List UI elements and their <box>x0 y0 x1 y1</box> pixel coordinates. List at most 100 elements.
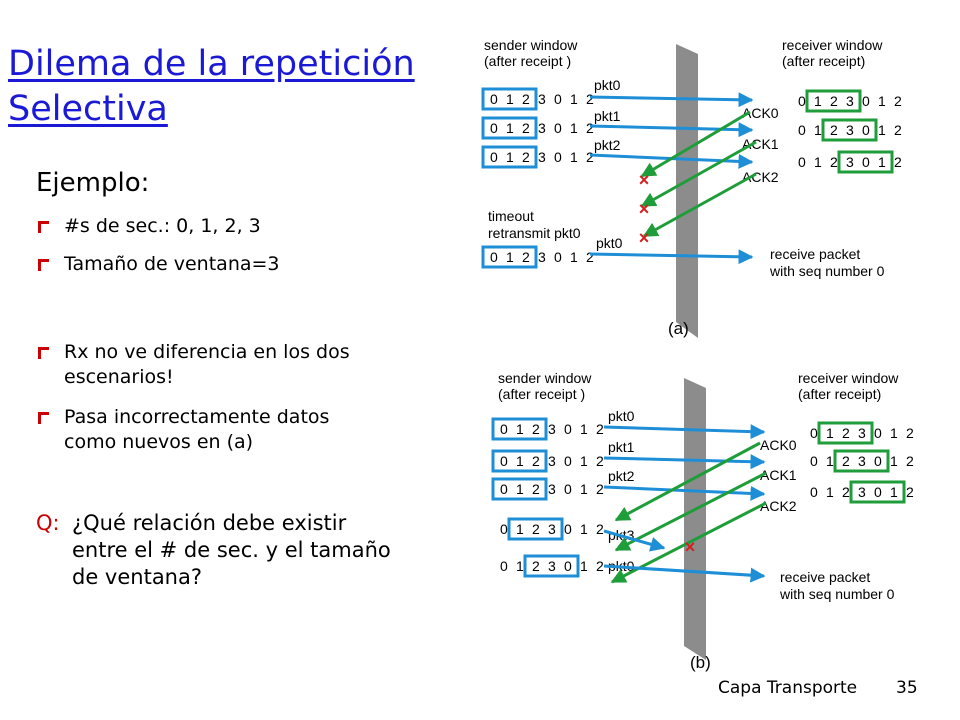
sequence-digit: 1 <box>878 93 886 109</box>
sender-window-label: sender window <box>484 37 578 53</box>
packet-label: pkt1 <box>594 108 621 124</box>
receive-label: with seq number 0 <box>769 263 885 279</box>
sequence-digit: 1 <box>506 120 514 136</box>
receiver-window-label: receiver window <box>798 370 899 386</box>
sender-a1-window-box <box>481 87 538 111</box>
sequence-digit: 2 <box>522 149 530 165</box>
ack-label: ACK0 <box>760 437 797 453</box>
network-channel-b <box>684 378 706 660</box>
sequence-digit: 1 <box>878 154 886 170</box>
packet-arrow <box>603 485 766 501</box>
sequence-digit: 2 <box>842 453 850 469</box>
sequence-digit: 0 <box>500 558 508 574</box>
sequence-digit: 0 <box>490 120 498 136</box>
sender-a3-window-box <box>481 145 538 169</box>
sequence-digit: 1 <box>580 453 588 469</box>
sequence-digit: 1 <box>580 481 588 497</box>
bullet-text: Pasa incorrectamente datos como nuevos e… <box>64 406 330 453</box>
sequence-digit: 3 <box>858 453 866 469</box>
sequence-digit: 2 <box>906 453 914 469</box>
sequence-digit: 1 <box>878 122 886 138</box>
packet-label: pkt3 <box>608 527 635 543</box>
bullet-marker-icon <box>38 347 49 359</box>
sequence-digit: 2 <box>596 558 604 574</box>
sequence-digit: 2 <box>586 249 594 265</box>
sequence-digit: 2 <box>596 521 604 537</box>
ack-arrow <box>640 140 757 208</box>
sender-b1-window-box <box>491 417 548 441</box>
sender-a4-window-box <box>481 245 538 269</box>
sequence-digit: 3 <box>846 93 854 109</box>
sequence-digit: 0 <box>554 91 562 107</box>
receiver-a2-window-box <box>821 118 878 142</box>
sequence-digit: 0 <box>490 249 498 265</box>
sequence-digit: 0 <box>554 249 562 265</box>
packet-arrow <box>589 153 754 169</box>
sequence-digit: 0 <box>874 425 882 441</box>
sequence-digit: 1 <box>516 558 524 574</box>
ack-arrow <box>642 172 757 238</box>
sequence-digit: 3 <box>858 425 866 441</box>
packet-arrow <box>589 92 754 108</box>
packet-label: pkt2 <box>608 468 635 484</box>
scenario-label: (a) <box>668 319 689 338</box>
sequence-digit: 1 <box>814 93 822 109</box>
sequence-digit: 3 <box>548 558 556 574</box>
sequence-digit: 3 <box>548 521 556 537</box>
sequence-digit: 2 <box>522 91 530 107</box>
bullet-marker-icon <box>38 259 49 271</box>
sequence-digit: 0 <box>564 558 572 574</box>
sequence-digit: 1 <box>570 249 578 265</box>
sequence-digit: 1 <box>570 91 578 107</box>
sequence-digit: 2 <box>586 91 594 107</box>
network-channel-a <box>676 44 698 338</box>
ack-label: ACK2 <box>742 169 779 185</box>
timeout-label: timeout <box>488 208 534 224</box>
sequence-digit: 0 <box>500 481 508 497</box>
sequence-digit: 3 <box>538 249 546 265</box>
sequence-digit: 1 <box>506 149 514 165</box>
sequence-digit: 1 <box>506 249 514 265</box>
sequence-digit: 2 <box>894 122 902 138</box>
sequence-digit: 1 <box>516 521 524 537</box>
sequence-digit: 2 <box>894 93 902 109</box>
sequence-digit: 2 <box>830 93 838 109</box>
sequence-digit: 1 <box>506 91 514 107</box>
sequence-digit: 2 <box>842 425 850 441</box>
sequence-digit: 1 <box>826 453 834 469</box>
sender-window-label: (after receipt ) <box>484 53 571 69</box>
sequence-digit: 2 <box>522 249 530 265</box>
slide-title-line-2: Selectiva <box>8 89 168 129</box>
packet-label: pkt1 <box>608 439 635 455</box>
sequence-digit: 1 <box>580 521 588 537</box>
sequence-digit: 0 <box>862 122 870 138</box>
question-label: Q: <box>36 511 60 535</box>
sequence-digit: 0 <box>490 149 498 165</box>
sequence-digit: 1 <box>516 481 524 497</box>
sender-window-label: (after receipt ) <box>498 386 585 402</box>
sequence-digit: 3 <box>846 154 854 170</box>
sequence-digit: 2 <box>596 421 604 437</box>
receive-label: with seq number 0 <box>779 586 895 602</box>
packet-arrow <box>603 454 766 470</box>
sequence-digit: 0 <box>564 421 572 437</box>
sender-a2-window-box <box>481 116 538 140</box>
sequence-digit: 2 <box>894 154 902 170</box>
sequence-digit: 0 <box>564 481 572 497</box>
sequence-digit: 0 <box>798 122 806 138</box>
sequence-digit: 2 <box>522 120 530 136</box>
receiver-b2-window-box <box>833 449 890 473</box>
packet-label: pkt0 <box>596 235 623 251</box>
receiver-window-label: (after receipt) <box>782 53 865 69</box>
ack-label: ACK1 <box>760 467 797 483</box>
sequence-digit: 1 <box>580 421 588 437</box>
sequence-digit: 2 <box>906 484 914 500</box>
packet-label: pkt0 <box>608 408 635 424</box>
sequence-digit: 0 <box>874 453 882 469</box>
bullet-text: Rx no ve diferencia en los dos escenario… <box>64 341 350 388</box>
receive-label: receive packet <box>780 569 870 585</box>
ack-arrow <box>610 501 767 584</box>
receiver-b3-window-box <box>849 480 906 504</box>
sequence-digit: 3 <box>858 484 866 500</box>
sequence-digit: 1 <box>890 425 898 441</box>
